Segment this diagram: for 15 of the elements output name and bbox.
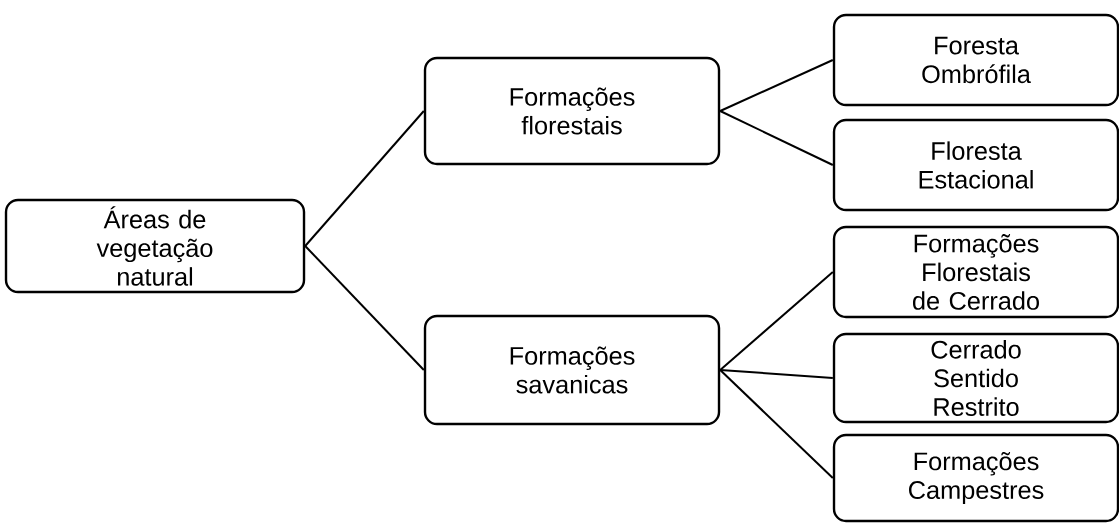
connector-line: [719, 271, 834, 371]
box: Floresta Estacional: [832, 118, 1119, 212]
connector-line: [719, 369, 834, 379]
box: Formações savanicas: [423, 314, 721, 426]
box: Formações florestais: [423, 56, 721, 166]
connector-line: [719, 369, 834, 479]
box: Formações Florestais de Cerrado: [832, 225, 1119, 319]
connector-line: [719, 110, 834, 166]
box: Formações Campestres: [832, 433, 1119, 523]
connector-line: [304, 245, 425, 371]
connector-line: [304, 110, 425, 247]
box: Cerrado Sentido Restrito: [832, 332, 1119, 424]
box: Áreas de vegetação natural: [4, 198, 306, 294]
box: Foresta Ombrófila: [832, 13, 1119, 107]
connector-line: [719, 59, 834, 112]
